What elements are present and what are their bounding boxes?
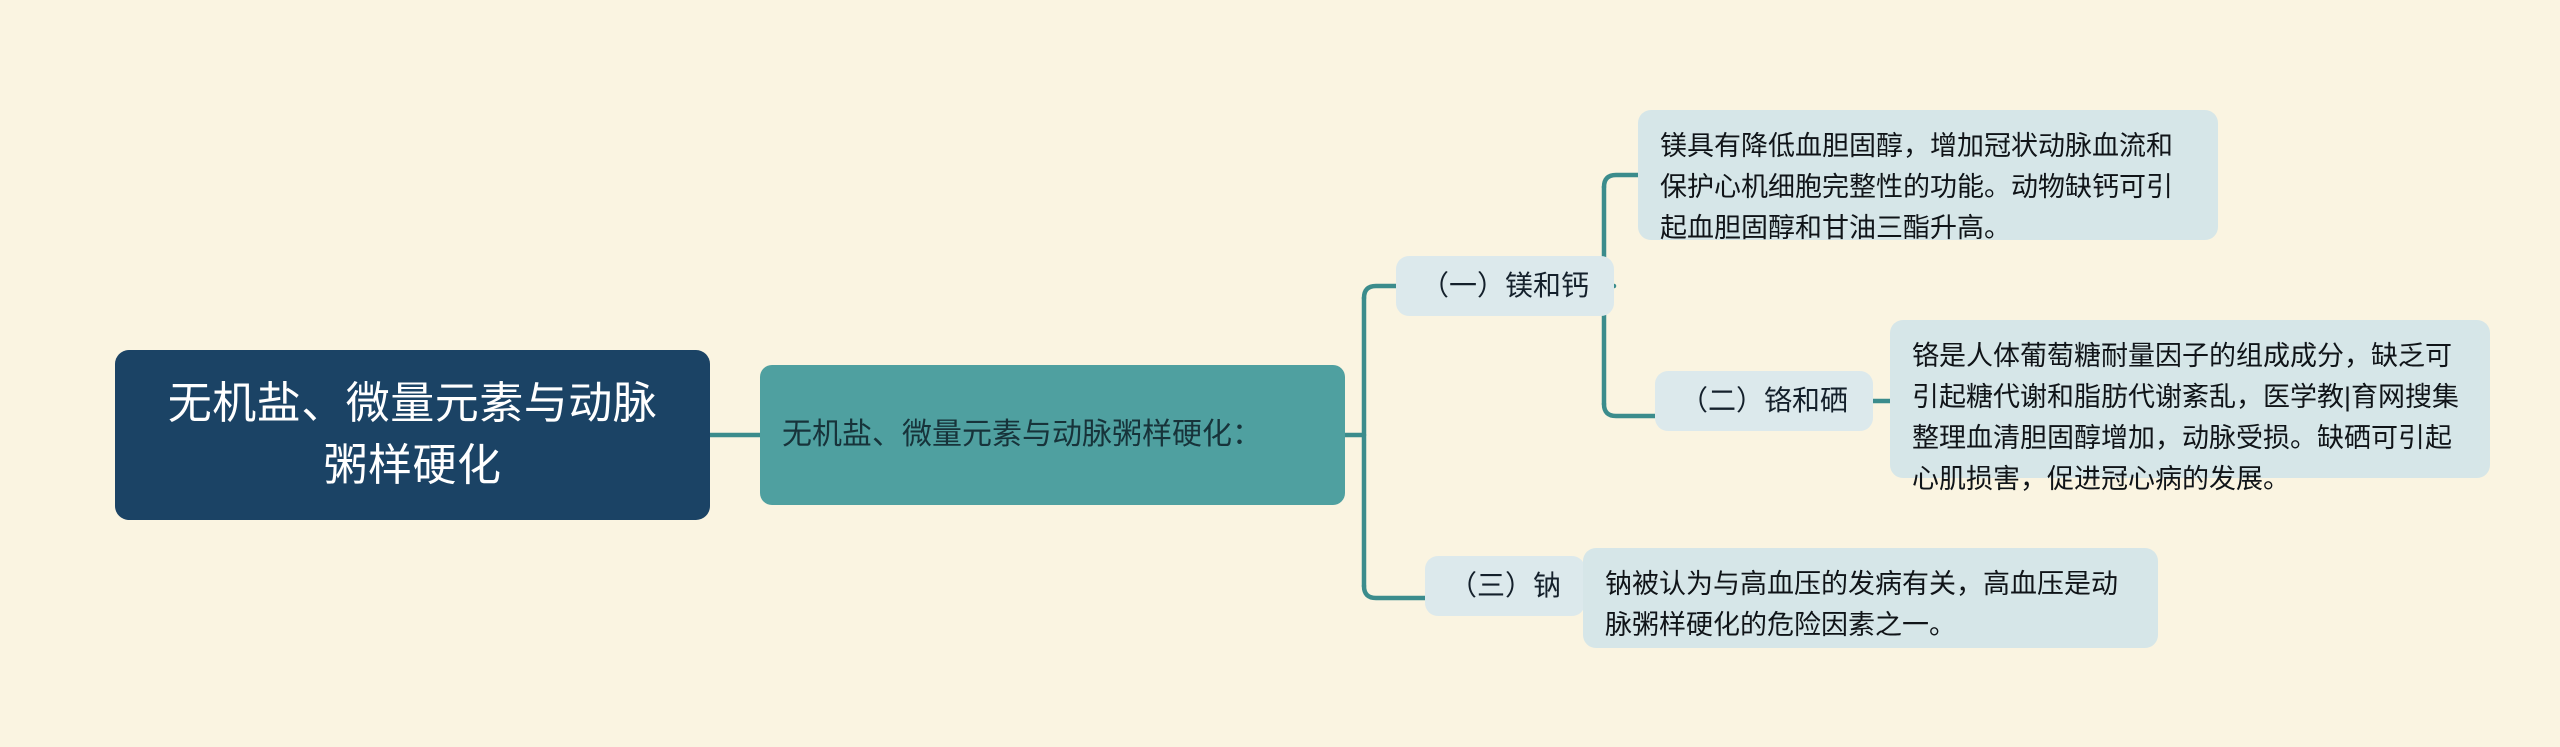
content-box-text: 铬是人体葡萄糖耐量因子的组成成分，缺乏可引起糖代谢和脂肪代谢紊乱，医学教|育网搜…	[1912, 341, 2460, 495]
connector-subtrunk-to-content-a	[1601, 172, 1641, 190]
root-node[interactable]: 无机盐、微量元素与动脉粥样硬化	[115, 350, 710, 520]
content-box-sodium[interactable]: 钠被认为与高血压的发病有关，高血压是动脉粥样硬化的危险因素之一。	[1583, 548, 2158, 648]
content-box-chromium-selenium[interactable]: 铬是人体葡萄糖耐量因子的组成成分，缺乏可引起糖代谢和脂肪代谢紊乱，医学教|育网搜…	[1890, 320, 2490, 494]
root-node-label: 无机盐、微量元素与动脉粥样硬化	[167, 378, 658, 490]
connector-subtrunk-to-branch-b	[1601, 401, 1658, 419]
branch-label-sodium[interactable]: （三）钠	[1425, 556, 1585, 616]
connector-trunk-to-branch-a	[1361, 283, 1399, 301]
branch-label-chromium-selenium[interactable]: （二）铬和硒	[1655, 371, 1873, 431]
branch-label-text: （二）铬和硒	[1679, 384, 1848, 416]
connector-trunk-to-branch-c	[1361, 583, 1428, 601]
branch-label-text: （一）镁和钙	[1420, 269, 1589, 301]
content-box-text: 钠被认为与高血压的发病有关，高血压是动脉粥样硬化的危险因素之一。	[1605, 569, 2118, 641]
level1-node[interactable]: 无机盐、微量元素与动脉粥样硬化：	[760, 365, 1345, 505]
branch-label-text: （三）钠	[1449, 569, 1562, 601]
level1-node-label: 无机盐、微量元素与动脉粥样硬化：	[782, 418, 1262, 452]
content-box-magnesium-calcium[interactable]: 镁具有降低血胆固醇，增加冠状动脉血流和保护心机细胞完整性的功能。动物缺钙可引起血…	[1638, 110, 2218, 243]
branch-label-magnesium-calcium[interactable]: （一）镁和钙	[1396, 256, 1614, 316]
content-box-text: 镁具有降低血胆固醇，增加冠状动脉血流和保护心机细胞完整性的功能。动物缺钙可引起血…	[1660, 131, 2173, 244]
